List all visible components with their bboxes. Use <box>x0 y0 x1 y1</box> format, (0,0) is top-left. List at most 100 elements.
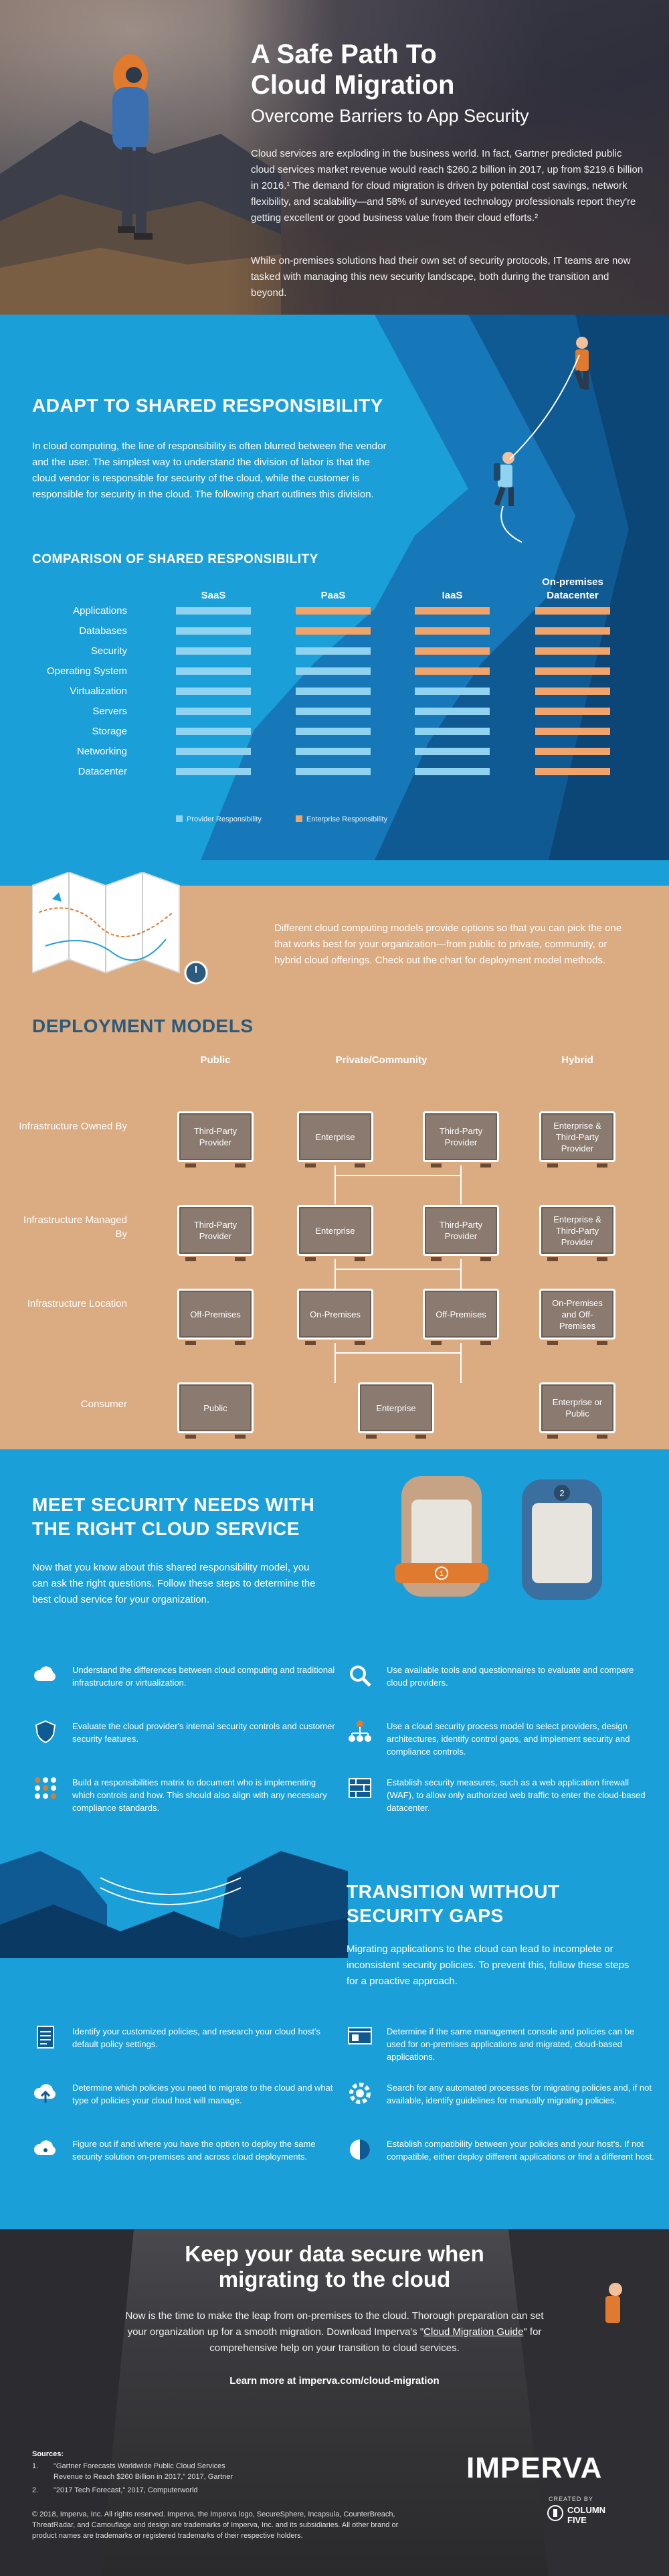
chart-column-header: PaaS <box>320 590 346 601</box>
deployment-box: Off-Premises <box>423 1289 499 1340</box>
step-text: Identify your customized policies, and r… <box>72 2026 321 2049</box>
box-legs <box>547 1257 607 1261</box>
rock-background <box>0 2229 669 2576</box>
chart-row-label: Datacenter <box>78 766 127 777</box>
provider-bar <box>296 728 371 735</box>
step-text: Use a cloud security process model to se… <box>387 1721 630 1757</box>
enterprise-bar <box>415 667 490 675</box>
box-legs <box>431 1257 491 1261</box>
deployment-row-label: Consumer <box>80 1398 127 1410</box>
provider-bar <box>296 688 371 695</box>
provider-bar <box>176 748 251 755</box>
provider-bar <box>296 768 371 775</box>
firewall-icon <box>347 1775 373 1801</box>
enterprise-bar <box>535 627 610 635</box>
source-1-number: 1. <box>32 2462 39 2470</box>
deployment-box: Third-Party Provider <box>177 1111 254 1162</box>
deployment-row-label: Infrastructure Owned By <box>19 1121 127 1132</box>
chart-row-label: Virtualization <box>70 686 127 697</box>
provider-bar <box>296 708 371 715</box>
hiker-illustration <box>112 54 153 240</box>
hero-section: A Safe Path To Cloud Migration Overcome … <box>0 0 669 315</box>
chart-row-label: Operating System <box>46 665 127 677</box>
document-icon <box>32 2024 59 2050</box>
hero-paragraph-2: While on-premises solutions had their ow… <box>251 255 631 299</box>
cliff-illustration <box>201 315 669 860</box>
chart-row-label: Servers <box>92 706 127 717</box>
provider-bar <box>176 607 251 615</box>
chart-row-label: Storage <box>92 726 127 737</box>
bridge-illustration <box>0 1851 348 1958</box>
deployment-box: On-Premises and Off-Premises <box>539 1289 615 1340</box>
enterprise-bar <box>535 748 610 755</box>
chart-row-label: Applications <box>73 605 127 617</box>
cloud-migration-guide-link[interactable]: Cloud Migration Guide <box>423 2326 524 2338</box>
enterprise-bar <box>296 627 371 635</box>
deployment-box: Public <box>177 1382 254 1433</box>
magnifier-cloud-icon <box>347 1662 373 1689</box>
connector-line <box>334 1352 462 1354</box>
provider-bar <box>176 708 251 715</box>
half-circle-icon <box>347 2136 373 2163</box>
enterprise-bar <box>415 647 490 655</box>
provider-bar <box>176 667 251 675</box>
enterprise-bar <box>535 667 610 675</box>
deployment-box: Enterprise <box>297 1111 373 1162</box>
chart-column-header: On-premises Datacenter <box>542 576 603 601</box>
step-text: Determine if the same management console… <box>387 2026 634 2062</box>
enterprise-bar <box>535 768 610 775</box>
step-text: Establish compatibility between your pol… <box>387 2139 654 2162</box>
legend-swatch-provider <box>176 815 183 822</box>
hierarchy-icon <box>347 1718 373 1745</box>
provider-bar <box>176 728 251 735</box>
security-section: MEET SECURITY NEEDS WITH THE RIGHT CLOUD… <box>0 1449 669 2229</box>
cloud-arrows-icon <box>32 1662 59 1689</box>
deployment-box: On-Premises <box>297 1289 373 1340</box>
provider-bar <box>415 748 490 755</box>
chart-heading: COMPARISON OF SHARED RESPONSIBILITY <box>32 552 318 566</box>
provider-bar <box>415 768 490 775</box>
provider-bar <box>176 627 251 635</box>
enterprise-bar <box>296 607 371 615</box>
step-text: Use available tools and questionnaires t… <box>387 1665 634 1688</box>
box-legs <box>431 1163 491 1168</box>
box-legs <box>366 1435 426 1439</box>
transition-heading: TRANSITION WITHOUT SECURITY GAPS <box>347 1881 560 1926</box>
deployment-column-header: Private/Community <box>335 1054 427 1066</box>
provider-bar <box>415 688 490 695</box>
deployment-box: Enterprise or Public <box>539 1382 615 1433</box>
step-text: Evaluate the cloud provider's internal s… <box>72 1721 335 1744</box>
enterprise-bar <box>535 708 610 715</box>
source-2-number: 2. <box>32 2486 39 2494</box>
gear-icon <box>347 2080 373 2107</box>
chart-column-header: SaaS <box>201 590 226 601</box>
footer-body: Now is the time to make the leap from on… <box>125 2310 544 2354</box>
legend-swatch-enterprise <box>296 815 302 822</box>
created-by-label: CREATED BY <box>549 2496 593 2502</box>
deployment-row-label: Infrastructure Location <box>27 1298 127 1309</box>
cloud-question-icon <box>32 2136 59 2163</box>
provider-bar <box>415 708 490 715</box>
climber-illustration <box>494 337 589 543</box>
connector-line <box>460 1165 462 1204</box>
security-intro: Now that you know about this shared resp… <box>32 1562 316 1605</box>
step-text: Search for any automated processes for m… <box>387 2083 652 2105</box>
hero-text-overlay <box>227 0 669 315</box>
enterprise-bar <box>535 647 610 655</box>
column-five-logo-icon <box>547 2505 563 2521</box>
deployment-box: Enterprise <box>297 1205 373 1256</box>
learn-more-link[interactable]: Learn more at imperva.com/cloud-migratio… <box>229 2375 440 2387</box>
legend-provider: Provider Responsibility <box>176 815 262 823</box>
shield-icon <box>32 1718 59 1745</box>
transition-intro: Migrating applications to the cloud can … <box>347 1943 630 1987</box>
hero-subtitle: Overcome Barriers to App Security <box>251 106 529 126</box>
backpack-number-1: 1 <box>440 1570 444 1578</box>
copyright: © 2018, Imperva, Inc. All rights reserve… <box>32 2510 399 2540</box>
deployment-section: Different cloud computing models provide… <box>0 860 669 1449</box>
provider-bar <box>296 647 371 655</box>
cloud-upload-icon <box>32 2080 59 2107</box>
footer-section: Keep your data secure when migrating to … <box>0 2229 669 2576</box>
box-legs <box>305 1257 365 1261</box>
step-text: Establish security measures, such as a w… <box>387 1777 646 1813</box>
hero-paragraph-1: Cloud services are exploding in the busi… <box>251 148 644 224</box>
